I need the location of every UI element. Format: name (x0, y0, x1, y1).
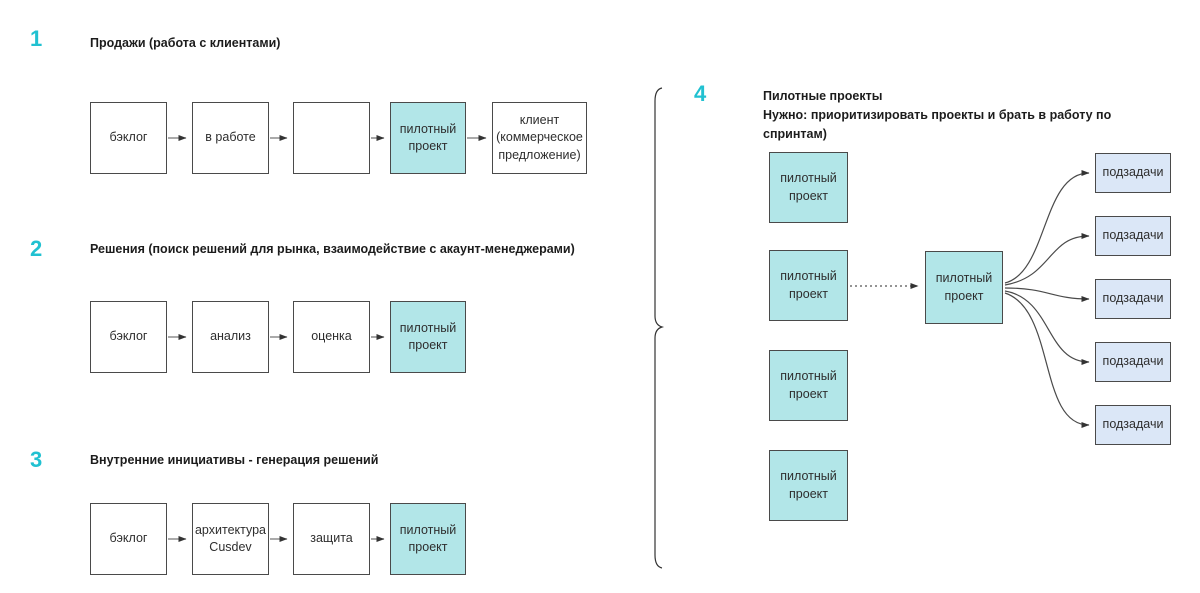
flow-box-analysis: анализ (192, 301, 269, 373)
pilot-project-box-1: пилотный проект (769, 152, 848, 223)
flow-box-backlog-2: бэклог (90, 301, 167, 373)
pilot-project-box-2: пилотный проект (769, 250, 848, 321)
section4-title-line2: Нужно: приоритизировать проекты и брать … (763, 108, 1112, 141)
flow-box-pilot-2: пилотный проект (390, 301, 466, 373)
flow-box-architecture: архитектура Cusdev (192, 503, 269, 575)
pilot-project-box-4: пилотный проект (769, 450, 848, 521)
fanout-arrows (1004, 170, 1090, 428)
flow-box-evaluation: оценка (293, 301, 370, 373)
flow-box-backlog-3: бэклог (90, 503, 167, 575)
section1-title: Продажи (работа с клиентами) (90, 36, 281, 50)
section2-number: 2 (30, 236, 43, 261)
flow-box-backlog-1: бэклог (90, 102, 167, 174)
subtask-box-2: подзадачи (1095, 216, 1171, 256)
section4-title: Пилотные проекты Нужно: приоритизировать… (763, 87, 1143, 144)
section4-title-line1: Пилотные проекты (763, 89, 883, 103)
section2-title: Решения (поиск решений для рынка, взаимо… (90, 242, 575, 256)
subtask-box-1: подзадачи (1095, 153, 1171, 193)
flow-box-empty (293, 102, 370, 174)
flow-box-pilot-3: пилотный проект (390, 503, 466, 575)
subtask-box-5: подзадачи (1095, 405, 1171, 445)
flow-box-defense: защита (293, 503, 370, 575)
subtask-box-4: подзадачи (1095, 342, 1171, 382)
central-pilot-project-box: пилотный проект (925, 251, 1003, 324)
subtask-box-3: подзадачи (1095, 279, 1171, 319)
grouping-brace (654, 87, 665, 569)
flow-box-in-progress: в работе (192, 102, 269, 174)
flow-box-pilot-1: пилотный проект (390, 102, 466, 174)
section4-number: 4 (694, 81, 707, 106)
section3-number: 3 (30, 447, 43, 472)
flow-box-client: клиент (коммерческое предложение) (492, 102, 587, 174)
pilot-project-box-3: пилотный проект (769, 350, 848, 421)
section1-number: 1 (30, 26, 43, 51)
section3-title: Внутренние инициативы - генерация решени… (90, 453, 379, 467)
